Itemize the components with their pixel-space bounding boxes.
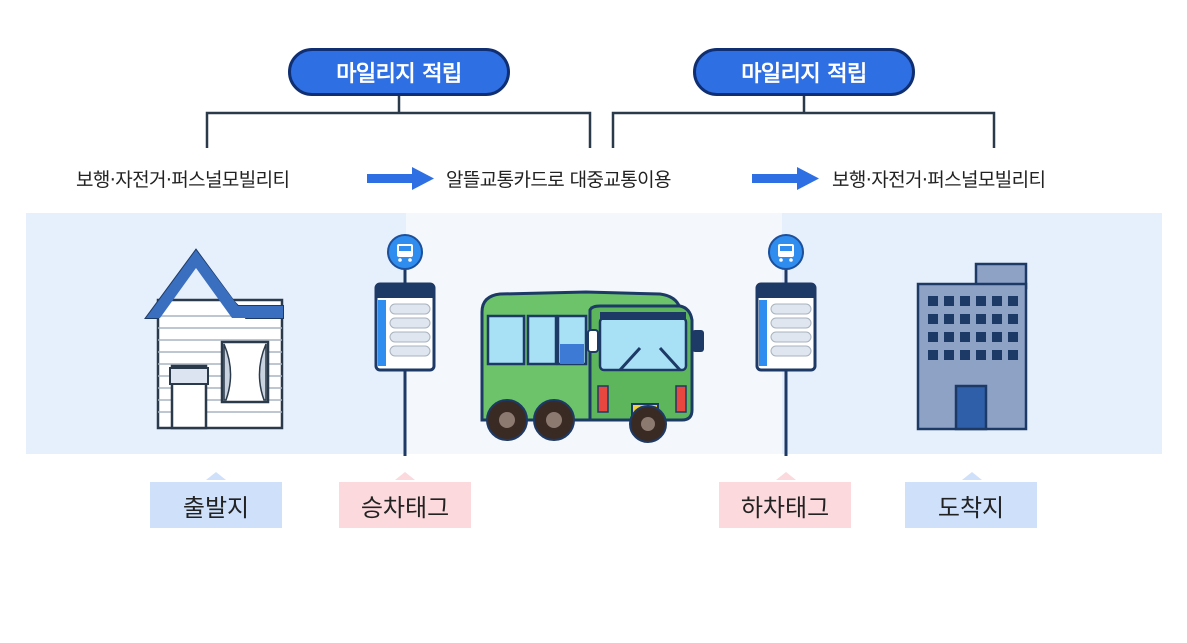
- arrow-right-icon: [752, 167, 819, 190]
- arrow-right-icon: [367, 167, 434, 190]
- origin-tag: 출발지: [150, 482, 282, 528]
- mileage-badge: 마일리지 적립: [693, 48, 915, 96]
- step-label: 보행·자전거·퍼스널모빌리티: [832, 169, 1046, 191]
- bracket-right: [611, 96, 996, 148]
- step-label: 알뜰교통카드로 대중교통이용: [446, 169, 671, 191]
- bus-stop-icon: [374, 234, 436, 456]
- house-icon: [144, 248, 284, 430]
- building-icon: [916, 262, 1028, 431]
- alighting-tag: 하차태그: [719, 482, 851, 528]
- mileage-badge: 마일리지 적립: [288, 48, 510, 96]
- bus-stop-icon: [755, 234, 817, 456]
- bus-icon: [480, 290, 704, 443]
- tag-pointer: [962, 472, 982, 480]
- tag-pointer: [395, 472, 415, 480]
- step-label: 보행·자전거·퍼스널모빌리티: [76, 169, 290, 191]
- tag-pointer: [206, 472, 226, 480]
- tag-pointer: [776, 472, 796, 480]
- destination-tag: 도착지: [905, 482, 1037, 528]
- boarding-tag: 승차태그: [339, 482, 471, 528]
- bracket-left: [205, 96, 592, 148]
